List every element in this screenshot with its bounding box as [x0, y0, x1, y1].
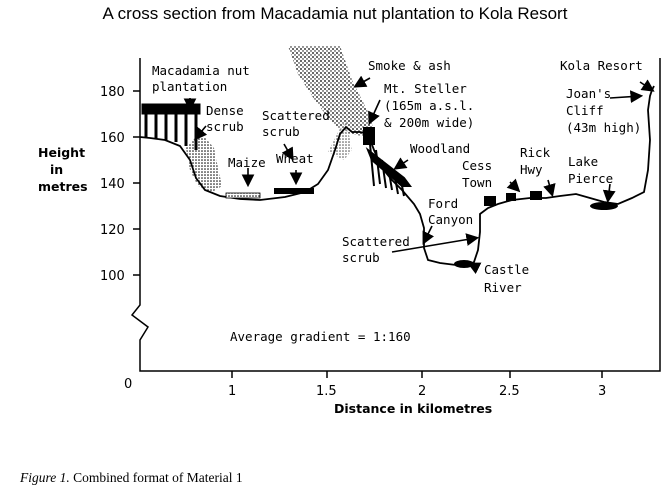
y-axis-title-line-2: in [50, 162, 63, 177]
label-mt-steller-line-1: Mt. Steller [384, 81, 467, 96]
label-dense-scrub-line-1: Dense [206, 103, 244, 118]
scattered-scrub-patch [328, 120, 352, 160]
x-tick-2: 2 [418, 384, 426, 399]
y-axis-title-line-3: metres [38, 179, 88, 194]
figure-caption-text: Combined format of Material 1 [73, 470, 243, 485]
x-axis-ticks [231, 371, 603, 378]
diagram-title: A cross section from Macadamia nut plant… [102, 4, 568, 23]
y-axis-ticks [133, 90, 140, 276]
x-tick-2-5: 2.5 [499, 384, 520, 399]
label-lake-pierce-line-1: Lake [568, 154, 598, 169]
label-joans-cliff-line-3: (43m high) [566, 120, 641, 135]
label-cess-town-line-2: Town [462, 175, 492, 190]
figure-caption: Figure 1. Combined format of Material 1 [20, 470, 243, 486]
cess-town-buildings [484, 191, 542, 206]
label-ford-canyon-line-1: Ford [428, 196, 458, 211]
label-ford-canyon-line-2: Canyon [428, 212, 473, 227]
label-mt-steller-line-3: & 200m wide) [384, 115, 474, 130]
y-tick-140: 140 [100, 177, 125, 192]
plot-frame [130, 58, 661, 372]
label-kola-resort: Kola Resort [560, 58, 643, 73]
label-macadamia-line-1: Macadamia nut [152, 63, 250, 78]
x-tick-3: 3 [598, 384, 606, 399]
y-tick-160: 160 [100, 131, 125, 146]
label-castle-river-line-1: Castle [484, 262, 529, 277]
lake-pierce [590, 202, 618, 210]
label-scattered-scrub-top-line-2: scrub [262, 124, 300, 139]
y-axis-title-line-1: Height [38, 145, 85, 160]
annotation-arrows [183, 75, 655, 275]
label-scattered-scrub-low-line-1: Scattered [342, 234, 410, 249]
x-tick-1-5: 1.5 [316, 384, 337, 399]
label-rick-hwy-line-1: Rick [520, 145, 551, 160]
y-tick-180: 180 [100, 85, 125, 100]
smoke-ash-plume [288, 46, 374, 136]
label-joans-cliff-line-1: Joan's [566, 86, 611, 101]
label-mt-steller-line-2: (165m a.s.l. [384, 98, 474, 113]
y-tick-120: 120 [100, 223, 125, 238]
label-cess-town-line-1: Cess [462, 158, 492, 173]
x-tick-1: 1 [228, 384, 236, 399]
figure-number: Figure 1. [20, 470, 70, 485]
label-smoke-ash: Smoke & ash [368, 58, 451, 73]
label-scattered-scrub-low-line-2: scrub [342, 250, 380, 265]
label-rick-hwy-line-2: Hwy [520, 162, 543, 177]
label-macadamia-line-2: plantation [152, 79, 227, 94]
woodland-trees [363, 127, 412, 197]
label-woodland: Woodland [410, 141, 470, 156]
gradient-note: Average gradient = 1:160 [230, 329, 411, 344]
label-wheat: Wheat [276, 151, 314, 166]
label-dense-scrub-line-2: scrub [206, 119, 244, 134]
y-tick-100: 100 [100, 269, 125, 284]
x-axis-title: Distance in kilometres [334, 401, 492, 416]
x-tick-0: 0 [124, 377, 132, 392]
label-lake-pierce-line-2: Pierce [568, 171, 613, 186]
label-maize: Maize [228, 155, 266, 170]
crop-fields [225, 188, 314, 199]
label-castle-river-line-2: River [484, 280, 522, 295]
label-joans-cliff-line-2: Cliff [566, 103, 604, 118]
label-scattered-scrub-top-line-1: Scattered [262, 108, 330, 123]
